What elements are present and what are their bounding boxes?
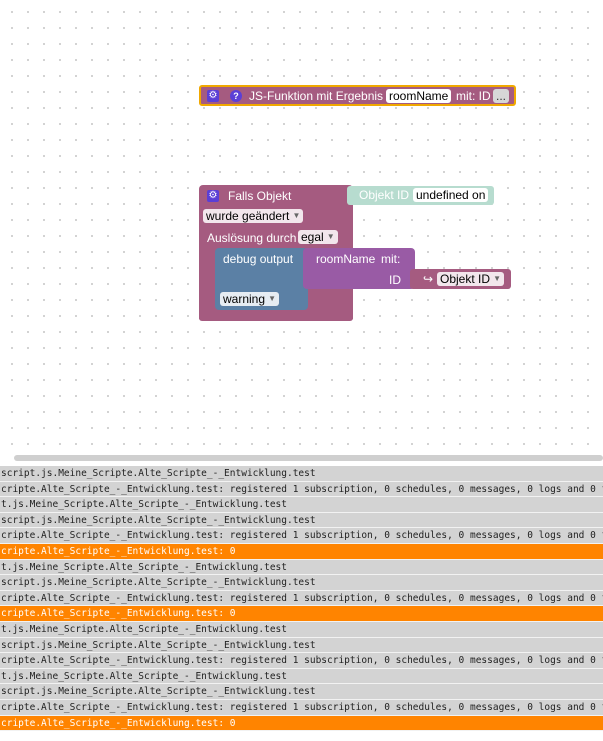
object-id-block[interactable]: Objekt ID undefined on	[347, 186, 494, 205]
function-title: JS-Funktion mit Ergebnis	[249, 89, 384, 103]
chevron-down-icon: ▼	[326, 232, 335, 241]
gear-icon[interactable]: ⚙	[207, 90, 219, 102]
changed-dropdown-value: wurde geändert	[206, 209, 290, 223]
object-id-label: Objekt ID	[359, 188, 410, 202]
log-line: script.js.Meine_Scripte.Alte_Scripte_-_E…	[0, 466, 603, 482]
debug-output-block[interactable]: debug output warning ▼	[215, 248, 308, 310]
log-line: script.js.Meine_Scripte.Alte_Scripte_-_E…	[0, 637, 603, 654]
log-line: t.js.Meine_Scripte.Alte_Scripte_-_Entwic…	[0, 559, 603, 576]
function-definition-block[interactable]: ⚙ ? JS-Funktion mit Ergebnis roomName mi…	[199, 85, 516, 106]
more-button[interactable]: ...	[493, 89, 510, 103]
debug-title: debug output	[223, 252, 294, 266]
trigger-dropdown[interactable]: egal ▼	[298, 230, 338, 244]
log-line: cripte.Alte_Scripte_-_Entwicklung.test: …	[0, 481, 603, 498]
log-line: cripte.Alte_Scripte_-_Entwicklung.test: …	[0, 653, 603, 669]
object-id-dropdown[interactable]: Objekt ID ▼	[437, 272, 505, 286]
call-param-label: ID	[389, 273, 401, 287]
workspace-horizontal-scrollbar[interactable]	[14, 455, 603, 461]
log-line: script.js.Meine_Scripte.Alte_Scripte_-_E…	[0, 684, 603, 700]
gear-icon[interactable]: ⚙	[207, 190, 219, 202]
log-line: script.js.Meine_Scripte.Alte_Scripte_-_E…	[0, 575, 603, 591]
trigger-dropdown-value: egal	[301, 230, 324, 244]
log-console: script.js.Meine_Scripte.Alte_Scripte_-_E…	[0, 466, 603, 741]
debug-level-dropdown[interactable]: warning ▼	[220, 292, 280, 306]
function-call-block[interactable]: roomName mit: ID	[303, 248, 415, 289]
log-line: script.js.Meine_Scripte.Alte_Scripte_-_E…	[0, 512, 603, 529]
blockly-workspace[interactable]: ⚙ ? JS-Funktion mit Ergebnis roomName mi…	[0, 0, 603, 452]
log-line: t.js.Meine_Scripte.Alte_Scripte_-_Entwic…	[0, 497, 603, 513]
object-id-value[interactable]: undefined on	[413, 188, 489, 202]
log-line: cripte.Alte_Scripte_-_Entwicklung.test: …	[0, 715, 603, 732]
debug-level-value: warning	[223, 292, 266, 306]
log-line: t.js.Meine_Scripte.Alte_Scripte_-_Entwic…	[0, 668, 603, 685]
function-param-label: mit: ID	[456, 89, 491, 103]
chevron-down-icon: ▼	[493, 274, 502, 283]
log-line: cripte.Alte_Scripte_-_Entwicklung.test: …	[0, 528, 603, 544]
log-line: cripte.Alte_Scripte_-_Entwicklung.test: …	[0, 606, 603, 622]
object-id-value-block[interactable]: ↪ Objekt ID ▼	[410, 269, 511, 289]
object-id-dropdown-value: Objekt ID	[440, 272, 491, 286]
chevron-down-icon: ▼	[292, 211, 301, 220]
log-line: cripte.Alte_Scripte_-_Entwicklung.test: …	[0, 590, 603, 607]
call-with-label: mit:	[381, 252, 401, 266]
changed-dropdown[interactable]: wurde geändert ▼	[203, 209, 304, 223]
call-function-name: roomName	[316, 252, 376, 266]
question-icon[interactable]: ?	[230, 90, 242, 102]
arrow-return-icon: ↪	[423, 272, 434, 286]
trigger-title: Falls Objekt	[228, 189, 292, 203]
chevron-down-icon: ▼	[268, 294, 277, 303]
log-line: cripte.Alte_Scripte_-_Entwicklung.test: …	[0, 699, 603, 716]
trigger-block-footer	[199, 312, 353, 321]
function-name-field[interactable]: roomName	[386, 89, 452, 103]
log-line: cripte.Alte_Scripte_-_Entwicklung.test: …	[0, 543, 603, 560]
log-line: t.js.Meine_Scripte.Alte_Scripte_-_Entwic…	[0, 621, 603, 638]
trigger-by-label: Auslösung durch	[207, 231, 297, 245]
